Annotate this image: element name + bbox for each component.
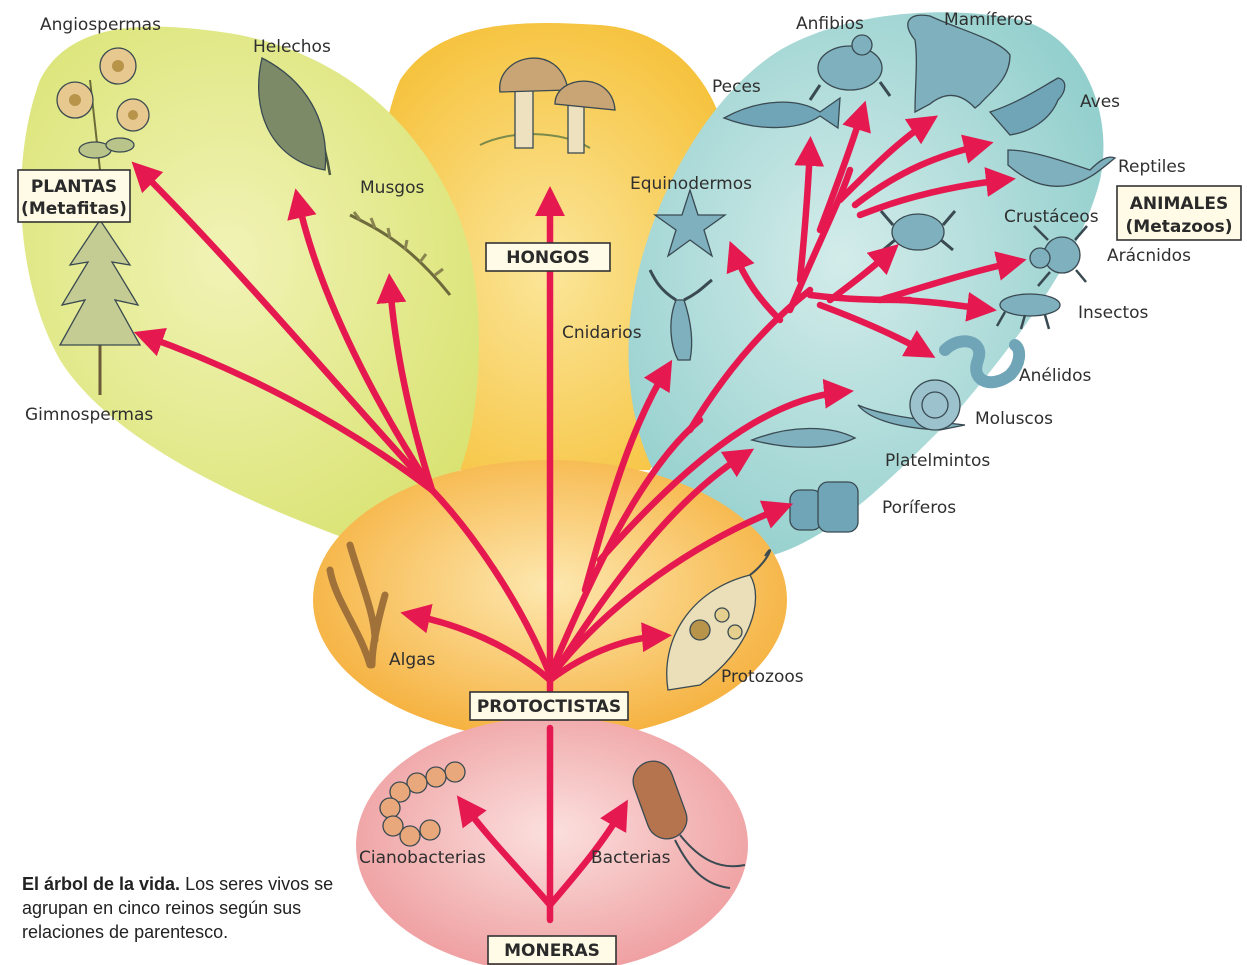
label-poriferos: Poríferos <box>882 498 956 518</box>
label-anelidos: Anélidos <box>1019 366 1092 386</box>
animales-label-line2: (Metazoos) <box>1126 217 1233 237</box>
plantas-label-line1: PLANTAS <box>31 177 117 197</box>
label-platelmintos: Platelmintos <box>885 451 990 471</box>
label-moluscos: Moluscos <box>975 409 1053 429</box>
figure-caption: El árbol de la vida. Los seres vivos se … <box>22 872 382 944</box>
protoctistas-label: PROTOCTISTAS <box>470 692 628 720</box>
label-algas: Algas <box>389 650 436 670</box>
protoctistas-label-text: PROTOCTISTAS <box>477 697 621 717</box>
label-crustaceos: Crustáceos <box>1004 207 1099 227</box>
label-gimnospermas: Gimnospermas <box>25 405 153 425</box>
label-aves: Aves <box>1080 92 1120 112</box>
animales-label-line1: ANIMALES <box>1130 194 1228 214</box>
hongos-label: HONGOS <box>486 243 610 271</box>
label-angiospermas: Angiospermas <box>40 15 161 35</box>
label-cianobacterias: Cianobacterias <box>359 848 486 868</box>
label-reptiles: Reptiles <box>1118 157 1186 177</box>
label-protozoos: Protozoos <box>721 667 804 687</box>
label-helechos: Helechos <box>253 37 331 57</box>
caption-bold: El árbol de la vida. <box>22 874 180 894</box>
label-insectos: Insectos <box>1078 303 1149 323</box>
label-equinodermos: Equinodermos <box>630 174 752 194</box>
label-musgos: Musgos <box>360 178 424 198</box>
label-aracnidos: Arácnidos <box>1107 246 1191 266</box>
label-cnidarios: Cnidarios <box>562 323 642 343</box>
animales-label: ANIMALES (Metazoos) <box>1117 186 1241 240</box>
label-peces: Peces <box>712 77 761 97</box>
plantas-label-line2: (Metafitas) <box>21 199 127 219</box>
hongos-label-text: HONGOS <box>506 248 590 268</box>
plantas-label: PLANTAS (Metafitas) <box>18 170 130 222</box>
label-anfibios: Anfibios <box>796 14 864 34</box>
moneras-label-text: MONERAS <box>504 941 600 961</box>
label-mamiferos: Mamíferos <box>944 10 1033 30</box>
moneras-label: MONERAS <box>488 936 616 964</box>
label-bacterias: Bacterias <box>591 848 671 868</box>
sponge-icon <box>790 482 858 532</box>
